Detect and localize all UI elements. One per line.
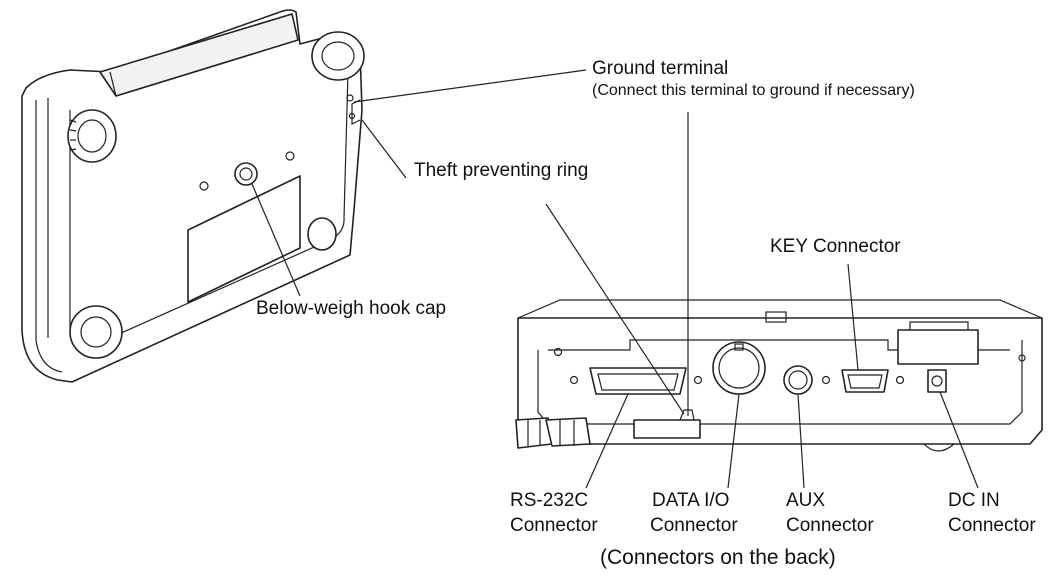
data-io-connector [712,341,766,395]
theft-ring-label: Theft preventing ring [414,160,589,181]
balance-back-view [515,299,1043,452]
leader-data-io [727,393,740,489]
rs232c-connector [589,367,687,395]
ground-terminal-note: (Connect this terminal to ground if nece… [592,82,915,99]
balance-bottom-view [21,9,365,383]
leader-rs232c [585,393,629,489]
balance-foot-right-bottom [307,217,337,251]
data-io-label-line2: Connector [650,515,738,536]
leader-theft-ring-back [545,203,685,415]
aux-label-line1: AUX [786,490,826,511]
aux-label-line2: Connector [786,515,874,536]
leader-key-connector [847,263,859,371]
leader-hook-cap [251,183,301,297]
data-io-label-line1: DATA I/O [652,490,730,511]
dc-in-label-line2: Connector [948,515,1036,536]
rs232c-label-line1: RS-232C [510,490,589,511]
dc-in-connector [927,369,947,393]
diagram-caption: (Connectors on the back) [600,546,836,569]
balance-foot-top-right [311,31,365,81]
leader-theft-ring-bottom [361,119,407,179]
key-connector [841,369,889,393]
leader-dc-in [939,391,979,489]
hook-cap-label: Below-weigh hook cap [256,298,447,319]
leader-lines [251,69,979,489]
aux-connector [783,365,813,395]
balance-foot-left-top [67,109,117,163]
leader-ground-terminal [353,69,587,103]
back-feet-left [515,417,591,449]
key-connector-label: KEY Connector [770,236,901,257]
ground-terminal-label: Ground terminal [592,58,729,79]
leader-aux [797,393,805,489]
dc-in-label-line1: DC IN [948,490,1000,511]
rs232c-label-line2: Connector [510,515,598,536]
balance-foot-left-bottom [69,305,123,359]
